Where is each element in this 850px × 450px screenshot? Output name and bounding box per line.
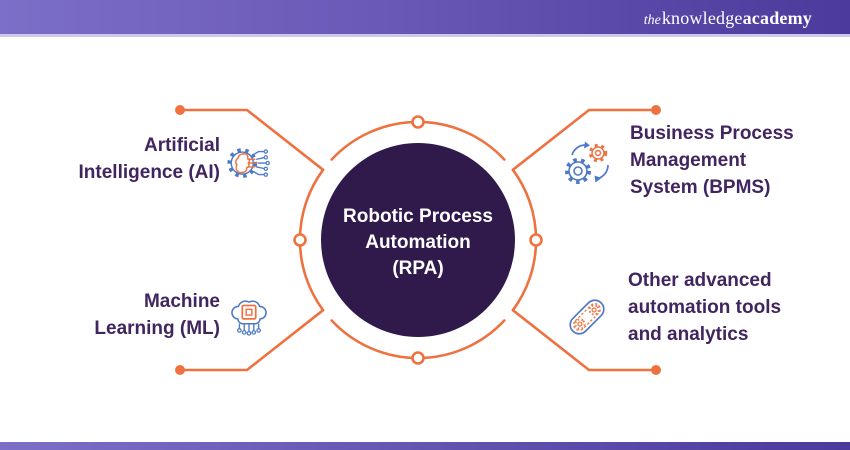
label-line: and analytics: [628, 324, 749, 345]
ml-brain-chip-icon: [231, 300, 267, 336]
connector-bottom-left: [181, 308, 325, 372]
label-line: Learning (ML): [94, 318, 220, 339]
endpoint-dot-top-right: [651, 105, 661, 115]
rpa-title-line2: Automation: [365, 232, 471, 253]
bpms-gears-icon: [565, 141, 609, 184]
ring-node-right: [529, 233, 543, 247]
label-other-automation-tools: Other advanced automation tools and anal…: [628, 267, 838, 348]
ring-node-left: [293, 233, 307, 247]
endpoint-dot-top-left: [175, 105, 185, 115]
header-bar: [0, 0, 850, 34]
connector-bottom-right: [511, 308, 655, 372]
label-line: Business Process: [630, 123, 794, 144]
endpoint-dot-bottom-left: [175, 365, 185, 375]
logo-academy: academy: [742, 8, 812, 28]
rpa-title-line1: Robotic Process: [343, 206, 493, 227]
label-line: Artificial: [143, 135, 220, 156]
label-line: Intelligence (AI): [78, 162, 220, 183]
label-line: Other advanced: [628, 270, 772, 291]
label-line: Machine: [143, 291, 220, 312]
ring-node-top: [411, 115, 425, 129]
label-line: Management: [630, 150, 747, 171]
rpa-title-line3: (RPA): [392, 258, 444, 279]
label-bpms: Business Process Management System (BPMS…: [630, 120, 840, 201]
logo-knowledge: knowledge: [661, 8, 743, 28]
label-artificial-intelligence: Artificial Intelligence (AI): [30, 132, 220, 186]
label-machine-learning: Machine Learning (ML): [30, 288, 220, 342]
ring-node-bottom: [411, 351, 425, 365]
label-line: System (BPMS): [630, 177, 771, 198]
endpoint-dot-bottom-right: [651, 365, 661, 375]
rpa-center-circle: [321, 143, 515, 337]
brand-logo: theknowledgeacademy: [644, 7, 812, 32]
connector-top-left: [181, 108, 325, 172]
connector-top-right: [511, 108, 655, 172]
footer-bar: [0, 442, 850, 450]
label-line: automation tools: [628, 297, 782, 318]
automation-track-icon: [569, 299, 605, 335]
header-accent-strip: [0, 34, 850, 37]
rpa-title: Robotic Process Automation (RPA): [318, 204, 518, 282]
logo-the: the: [643, 13, 661, 28]
ai-brain-circuit-icon: [227, 148, 270, 178]
